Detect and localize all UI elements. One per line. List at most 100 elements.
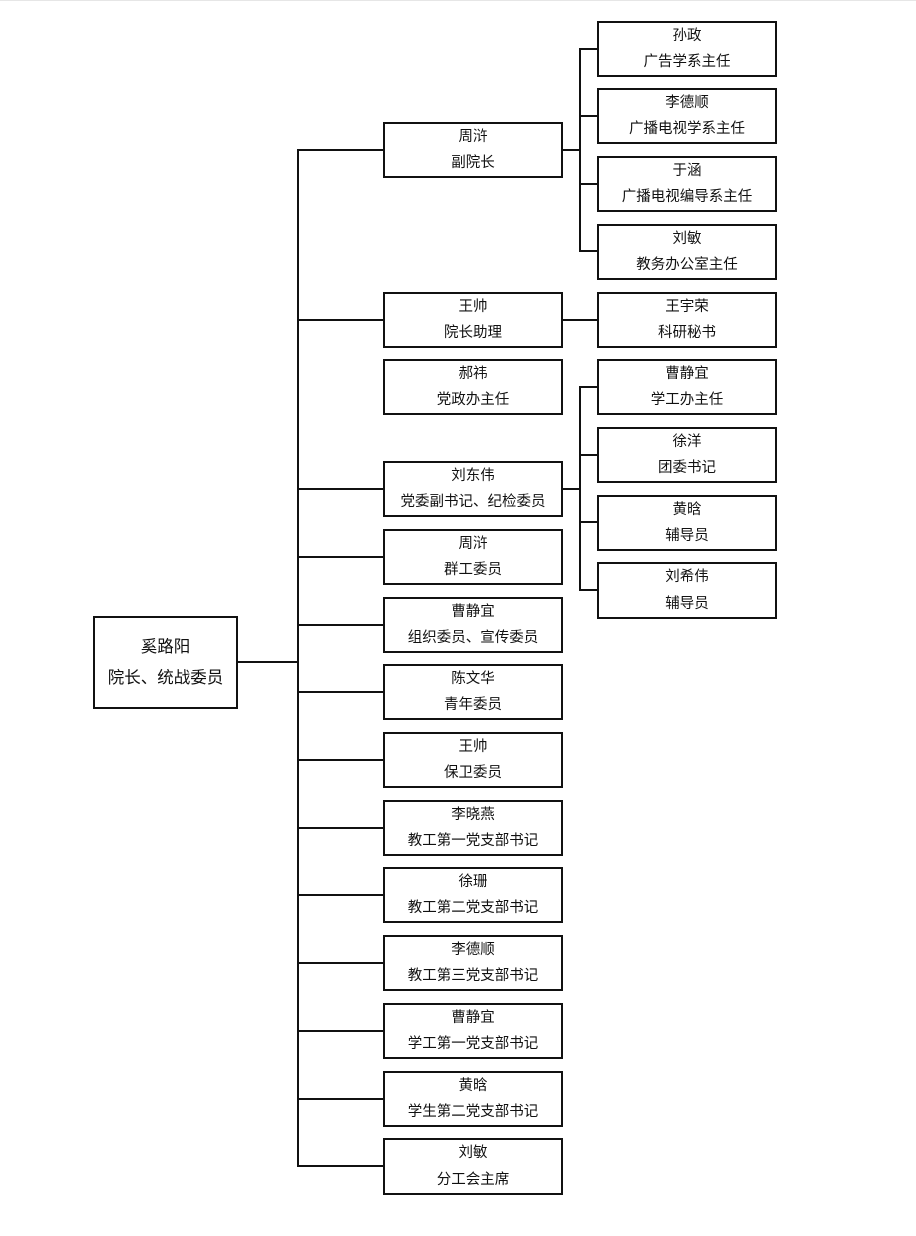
- node-name: 郝祎: [458, 365, 488, 382]
- org-node-faculty-branch-2-secretary: 徐珊 教工第二党支部书记: [383, 867, 563, 923]
- org-node-vice-dean: 周浒 副院长: [383, 122, 563, 178]
- org-node-student-office-head: 曹静宜 学工办主任: [597, 359, 777, 415]
- org-node-party-office-director: 郝祎 党政办主任: [383, 359, 563, 415]
- org-node-counselor-1: 黄晗 辅导员: [597, 495, 777, 551]
- node-title: 学工第一党支部书记: [407, 1036, 539, 1052]
- node-title: 青年委员: [444, 697, 502, 713]
- node-name: 王帅: [458, 298, 488, 315]
- node-name: 王宇荣: [665, 298, 709, 315]
- connector-vice-dean-out: [562, 149, 580, 151]
- org-node-faculty-branch-1-secretary: 李晓燕 教工第一党支部书记: [383, 800, 563, 856]
- connector-branch-youth: [297, 691, 384, 693]
- node-title: 分工会主席: [436, 1171, 510, 1188]
- node-title: 教工第三党支部书记: [407, 968, 539, 984]
- node-name: 孙政: [672, 27, 702, 44]
- node-title: 群工委员: [444, 562, 502, 578]
- node-title: 院长、统战委员: [107, 668, 224, 687]
- node-title: 学工办主任: [650, 392, 724, 408]
- node-name: 黄晗: [458, 1077, 488, 1094]
- connector-deputy-secretary-out: [562, 488, 580, 490]
- org-node-faculty-branch-3-secretary: 李德顺 教工第三党支部书记: [383, 935, 563, 991]
- connector-to-counselor-2: [579, 589, 598, 591]
- node-name: 周浒: [458, 128, 488, 145]
- connector-branch-mass-work: [297, 556, 384, 558]
- connector-to-counselor-1: [579, 521, 598, 523]
- connector-branch-vice-dean: [297, 149, 384, 151]
- node-name: 周浒: [458, 535, 488, 552]
- connector-to-advertising-head: [579, 48, 598, 50]
- org-node-counselor-2: 刘希伟 辅导员: [597, 562, 777, 619]
- node-title: 党委副书记、纪检委员: [400, 494, 546, 510]
- node-title: 党政办主任: [436, 392, 510, 408]
- top-divider: [0, 0, 916, 1]
- connector-root-to-trunk: [237, 661, 298, 663]
- org-node-directing-head: 于涵 广播电视编导系主任: [597, 156, 777, 212]
- node-name: 曹静宜: [451, 603, 495, 620]
- org-node-student-affairs-branch-1-secretary: 曹静宜 学工第一党支部书记: [383, 1003, 563, 1059]
- connector-to-academic-office-head: [579, 250, 598, 252]
- node-title: 团委书记: [658, 460, 716, 476]
- connector-branch-student-branch-2: [297, 1098, 384, 1100]
- org-node-academic-office-head: 刘敏 教务办公室主任: [597, 224, 777, 280]
- node-name: 刘敏: [672, 230, 702, 247]
- node-name: 陈文华: [451, 670, 495, 687]
- org-node-security-member: 王帅 保卫委员: [383, 732, 563, 788]
- connector-main-trunk: [297, 149, 299, 1167]
- org-node-student-branch-2-secretary: 黄晗 学生第二党支部书记: [383, 1071, 563, 1127]
- org-node-dean-assistant: 王帅 院长助理: [383, 292, 563, 348]
- node-name: 曹静宜: [451, 1009, 495, 1026]
- connector-to-directing-head: [579, 183, 598, 185]
- node-title: 教工第一党支部书记: [407, 833, 539, 849]
- connector-branch-union: [297, 1165, 384, 1167]
- org-node-mass-work-member: 周浒 群工委员: [383, 529, 563, 585]
- node-name: 王帅: [458, 738, 488, 755]
- node-name: 黄晗: [672, 501, 702, 518]
- org-node-youth-member: 陈文华 青年委员: [383, 664, 563, 720]
- connector-branch-student-affairs-branch-1: [297, 1030, 384, 1032]
- connector-to-research-secretary: [562, 319, 598, 321]
- node-title: 辅导员: [665, 528, 709, 544]
- node-title: 教务办公室主任: [636, 257, 738, 273]
- connector-to-student-office-head: [579, 386, 598, 388]
- org-node-research-secretary: 王宇荣 科研秘书: [597, 292, 777, 348]
- node-title: 院长助理: [444, 325, 502, 341]
- node-name: 曹静宜: [665, 365, 709, 382]
- node-title: 广播电视编导系主任: [621, 189, 753, 205]
- node-name: 徐洋: [672, 433, 702, 450]
- org-node-dean: 奚路阳 院长、统战委员: [93, 616, 238, 709]
- node-title: 教工第二党支部书记: [407, 900, 539, 916]
- org-node-union-chair: 刘敏 分工会主席: [383, 1138, 563, 1195]
- connector-deputy-secretary-trunk: [579, 386, 581, 591]
- connector-branch-security: [297, 759, 384, 761]
- connector-branch-deputy-secretary: [297, 488, 384, 490]
- node-name: 刘东伟: [451, 467, 495, 484]
- org-node-organization-member: 曹静宜 组织委员、宣传委员: [383, 597, 563, 653]
- connector-vice-dean-trunk: [579, 48, 581, 252]
- node-title: 广告学系主任: [643, 54, 731, 70]
- node-title: 辅导员: [665, 595, 709, 612]
- node-name: 刘希伟: [665, 569, 709, 585]
- node-name: 刘敏: [458, 1145, 488, 1161]
- node-title: 科研秘书: [658, 325, 716, 341]
- connector-branch-faculty-branch-1: [297, 827, 384, 829]
- org-node-youth-league-secretary: 徐洋 团委书记: [597, 427, 777, 483]
- node-name: 李德顺: [451, 941, 495, 958]
- node-name: 李德顺: [665, 94, 709, 111]
- org-node-broadcasting-head: 李德顺 广播电视学系主任: [597, 88, 777, 144]
- node-name: 奚路阳: [140, 636, 191, 656]
- node-title: 副院长: [451, 155, 495, 171]
- node-name: 李晓燕: [451, 806, 495, 823]
- connector-branch-dean-assistant: [297, 319, 384, 321]
- org-node-deputy-secretary: 刘东伟 党委副书记、纪检委员: [383, 461, 563, 517]
- connector-branch-faculty-branch-3: [297, 962, 384, 964]
- node-name: 于涵: [672, 162, 702, 179]
- connector-to-youth-league-secretary: [579, 454, 598, 456]
- connector-branch-faculty-branch-2: [297, 894, 384, 896]
- org-node-advertising-head: 孙政 广告学系主任: [597, 21, 777, 77]
- connector-branch-organization: [297, 624, 384, 626]
- connector-to-broadcasting-head: [579, 115, 598, 117]
- node-name: 徐珊: [458, 873, 488, 890]
- node-title: 保卫委员: [444, 765, 502, 781]
- node-title: 学生第二党支部书记: [407, 1104, 539, 1120]
